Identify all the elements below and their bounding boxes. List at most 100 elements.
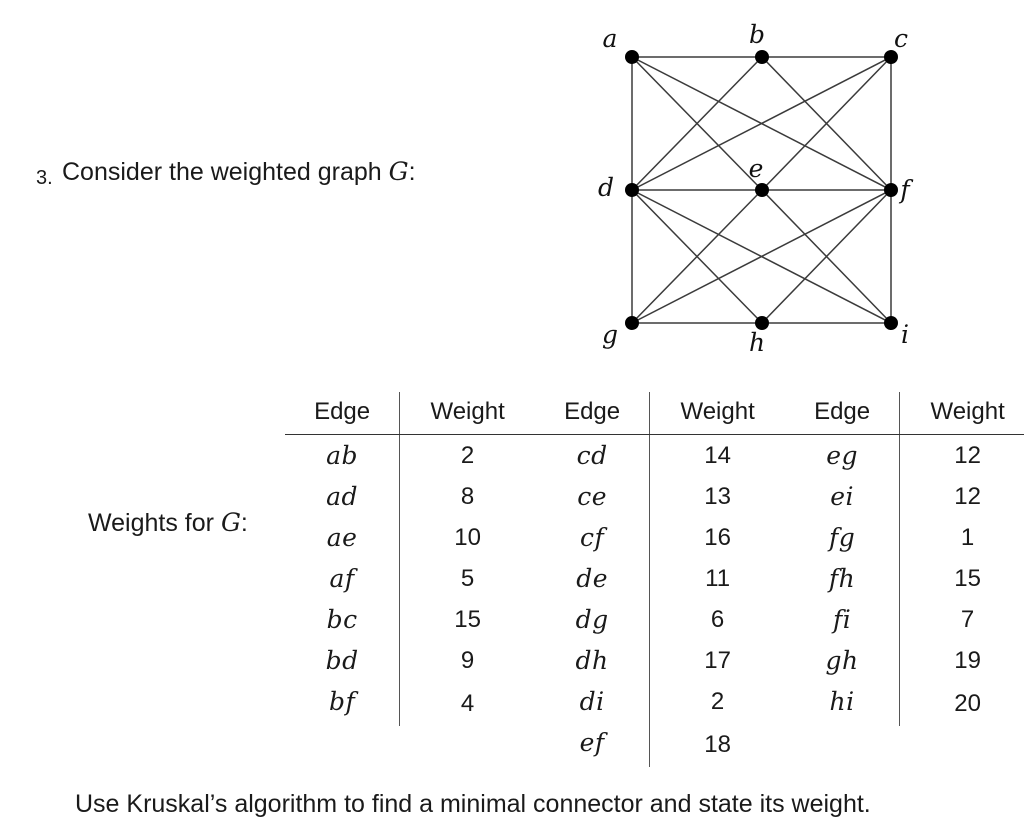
cell-edge-bf: bf	[285, 681, 401, 726]
cell-edge-fh: fh	[785, 558, 901, 599]
graph-node-a	[625, 50, 639, 64]
weights-label-after: :	[240, 509, 248, 537]
question-number: 3.	[36, 167, 53, 189]
cell-weight-gh: 19	[954, 646, 981, 674]
cell-weight-di: 2	[710, 687, 725, 715]
cell-edge-fg: fg	[785, 517, 901, 558]
table-row: ce 13	[535, 476, 785, 517]
cell-edge-dh: dh	[535, 640, 651, 681]
cell-weight-af: 5	[460, 564, 475, 592]
table-row: dh 17	[535, 640, 785, 681]
cell-edge-ab: ab	[285, 434, 401, 476]
cell-weight-fi: 7	[960, 605, 975, 633]
graph-node-label-h: h	[749, 328, 765, 357]
graph-node-label-d: d	[598, 173, 614, 202]
graph-node-label-b: b	[749, 20, 765, 49]
table-row: ad 8	[285, 476, 535, 517]
table-row: bc 15	[285, 599, 535, 640]
question-3: 3. Consider the weighted graph G:	[36, 157, 556, 189]
cell-weight-bd: 9	[460, 646, 475, 674]
graph-node-f	[884, 183, 898, 197]
cell-edge-bc: bc	[285, 599, 401, 640]
graph-variable-g: G	[388, 157, 409, 186]
table-row: ab 2	[285, 434, 535, 476]
cell-edge-af: af	[285, 558, 401, 599]
graph-edge-fg	[631, 189, 892, 324]
graph-node-g	[625, 316, 639, 330]
table-row: di 2	[535, 681, 785, 722]
cell-weight-eg: 12	[954, 441, 981, 469]
graph-edge-eg	[631, 189, 763, 324]
graph-node-h	[755, 316, 769, 330]
cell-weight-dg: 6	[710, 605, 725, 633]
cell-weight-fg: 1	[960, 523, 975, 551]
cell-edge-hi: hi	[785, 681, 901, 726]
question-text: Consider the weighted graph G:	[62, 157, 416, 187]
graph-node-label-f: f	[898, 175, 913, 204]
weights-label-variable-g: G	[220, 508, 241, 537]
cell-weight-ef: 18	[704, 730, 731, 758]
cell-weight-ce: 13	[704, 482, 731, 510]
cell-weight-ab: 2	[460, 441, 475, 469]
table-row: hi 20	[785, 681, 1024, 726]
table-row: gh 19	[785, 640, 1024, 681]
weights-label-before: Weights for	[88, 509, 221, 537]
cell-edge-de: de	[535, 558, 651, 599]
graph-node-label-a: a	[603, 24, 618, 53]
graph-node-d	[625, 183, 639, 197]
cell-edge-di: di	[535, 681, 651, 722]
cell-weight-ei: 12	[954, 482, 981, 510]
cell-edge-ce: ce	[535, 476, 651, 517]
cell-weight-dh: 17	[704, 646, 731, 674]
table-row: cd 14	[535, 434, 785, 476]
cell-edge-ad: ad	[285, 476, 401, 517]
cell-edge-cf: cf	[535, 517, 651, 558]
column-header-edge: Edge	[785, 392, 901, 435]
table-row: fh 15	[785, 558, 1024, 599]
cell-weight-bc: 15	[454, 605, 481, 633]
question-text-before: Consider the weighted graph	[62, 158, 389, 186]
graph-edge-cd	[631, 56, 892, 191]
column-header-edge: Edge	[285, 392, 401, 435]
graph-node-b	[755, 50, 769, 64]
question-text-after: :	[408, 158, 416, 186]
table-row: dg 6	[535, 599, 785, 640]
graph-node-label-i: i	[901, 320, 909, 349]
column-header-edge: Edge	[535, 392, 651, 435]
cell-weight-hi: 20	[954, 689, 981, 717]
cell-weight-cd: 14	[704, 441, 731, 469]
table-row: ei 12	[785, 476, 1024, 517]
cell-edge-cd: cd	[535, 434, 651, 476]
table-row: fg 1	[785, 517, 1024, 558]
weights-label: Weights for G:	[88, 508, 248, 538]
graph-edge-ce	[761, 56, 892, 191]
table-row: af 5	[285, 558, 535, 599]
cell-weight-bf: 4	[460, 689, 475, 717]
cell-edge-gh: gh	[785, 640, 901, 681]
column-header-weight: Weight	[649, 392, 785, 435]
cell-weight-ad: 8	[460, 482, 475, 510]
graph-edge-fh	[761, 189, 892, 324]
table-row: ef 18	[535, 722, 785, 767]
cell-weight-fh: 15	[954, 564, 981, 592]
cell-weight-ae: 10	[454, 523, 481, 551]
cell-edge-ei: ei	[785, 476, 901, 517]
cell-edge-ef: ef	[535, 722, 651, 767]
cell-edge-dg: dg	[535, 599, 651, 640]
graph-edge-bd	[631, 56, 763, 191]
column-header-weight: Weight	[899, 392, 1024, 435]
